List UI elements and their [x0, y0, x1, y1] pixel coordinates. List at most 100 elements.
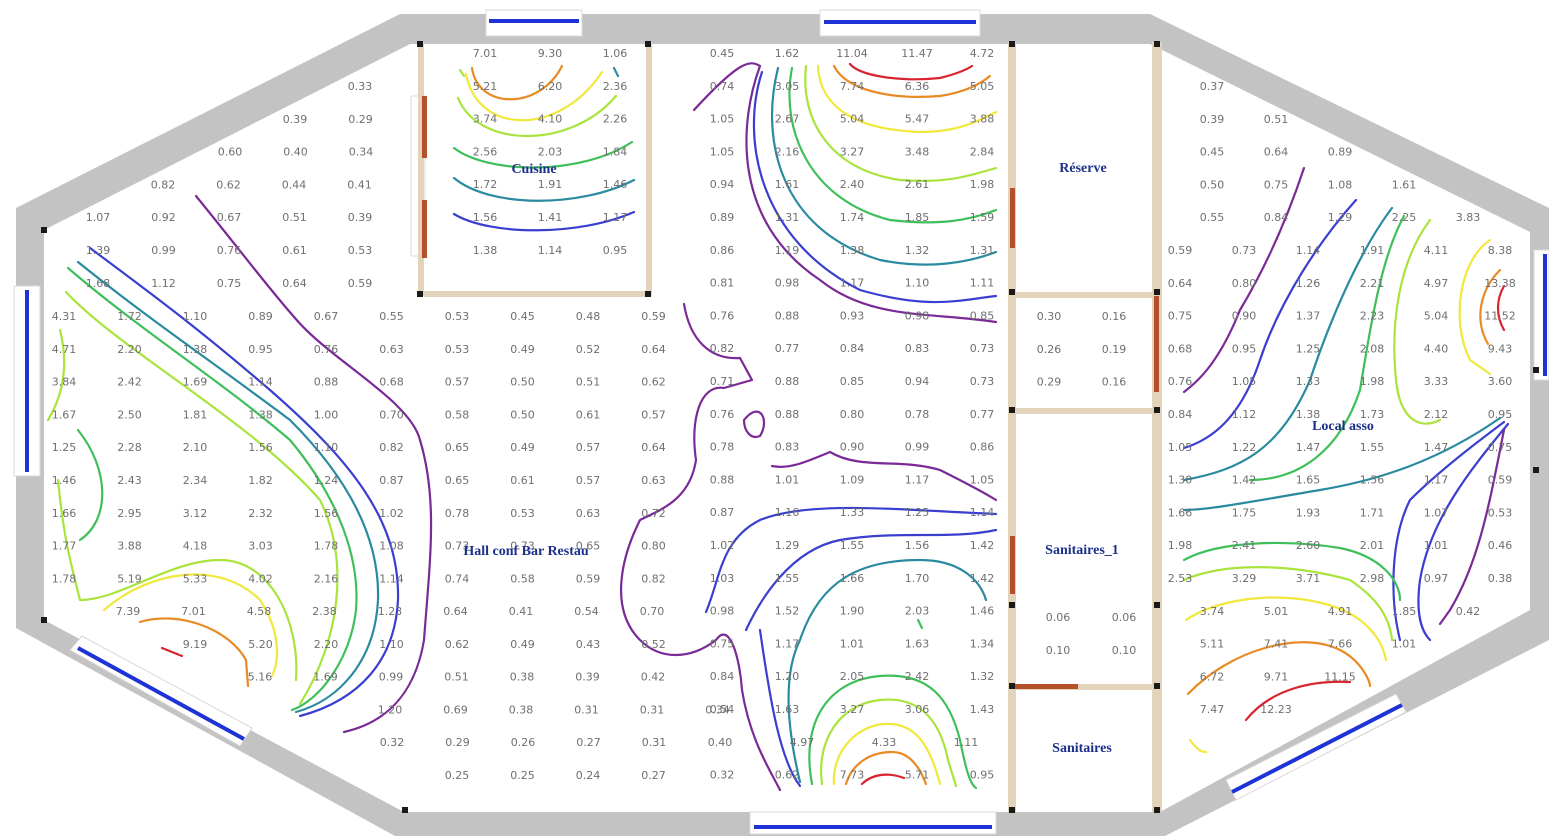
measurement-value: 0.46: [1488, 539, 1513, 552]
contour-line: [88, 246, 400, 718]
contour-line: [692, 62, 998, 324]
measurement-value: 0.55: [1200, 211, 1225, 224]
measurement-value: 4.18: [183, 540, 208, 553]
measurement-value: 1.17: [603, 211, 628, 224]
contour-line: [744, 528, 998, 632]
measurement-value: 2.21: [1360, 277, 1385, 290]
measurement-value: 6.20: [538, 80, 563, 93]
measurement-value: 0.98: [905, 309, 930, 322]
measurement-value: 0.50: [1200, 178, 1225, 191]
contour-line: [1182, 566, 1394, 642]
measurement-value: 6.72: [1200, 670, 1225, 683]
measurement-value: 1.98: [970, 178, 995, 191]
post: [1009, 683, 1015, 689]
post: [1009, 289, 1015, 295]
measurement-value: 1.19: [775, 244, 800, 257]
measurement-value: 0.78: [445, 507, 470, 520]
measurement-value: 1.05: [710, 113, 735, 126]
measurement-value: 1.07: [1424, 506, 1449, 519]
measurement-value: 2.36: [603, 80, 628, 93]
measurement-value: 5.05: [970, 80, 995, 93]
measurement-value: 1.52: [775, 605, 800, 618]
measurement-value: 1.12: [1232, 408, 1257, 421]
measurement-value: 1.01: [775, 473, 800, 486]
measurement-value: 2.98: [1360, 572, 1385, 585]
measurement-value: 1.26: [1296, 277, 1321, 290]
measurement-value: 1.20: [378, 703, 403, 716]
measurement-value: 5.20: [248, 638, 273, 651]
measurement-value: 0.29: [445, 736, 470, 749]
measurement-value: 0.88: [314, 376, 339, 389]
measurement-value: 0.16: [1102, 310, 1127, 323]
measurement-value: 3.74: [473, 113, 498, 126]
measurement-value: 0.41: [347, 178, 372, 191]
measurement-value: 1.14: [379, 572, 404, 585]
door-reserve: [1010, 188, 1015, 248]
measurement-value: 1.93: [1296, 506, 1321, 519]
measurement-value: 0.27: [576, 736, 601, 749]
measurement-value: 0.75: [1264, 178, 1289, 191]
contour-line: [848, 62, 974, 81]
measurement-value: 1.10: [905, 277, 930, 290]
measurement-value: 0.82: [641, 572, 666, 585]
partition-corridor-bottom: [1016, 408, 1152, 414]
measurement-value: 1.98: [1360, 375, 1385, 388]
contour-line: [1458, 238, 1492, 376]
measurement-value: 1.06: [603, 47, 628, 60]
measurement-value: 0.40: [283, 146, 308, 159]
partition-cuisine-right: [646, 42, 652, 296]
contour-line: [1186, 641, 1372, 696]
measurement-value: 1.42: [1232, 474, 1257, 487]
contour-line: [816, 64, 998, 134]
measurement-value: 1.05: [1232, 375, 1257, 388]
measurement-value: 0.78: [905, 408, 930, 421]
measurement-value: 1.05: [970, 473, 995, 486]
measurement-value: 1.17: [840, 277, 865, 290]
measurement-value: 0.33: [348, 80, 373, 93]
measurement-value: 2.50: [117, 408, 142, 421]
measurement-value: 2.34: [183, 474, 208, 487]
measurement-value: 0.64: [1168, 277, 1193, 290]
measurement-value: 0.53: [1488, 506, 1513, 519]
measurement-value: 0.74: [445, 572, 470, 585]
measurement-value: 5.47: [905, 113, 930, 126]
measurement-value: 1.08: [379, 540, 404, 553]
measurement-value: 1.20: [775, 670, 800, 683]
post: [645, 291, 651, 297]
measurement-value: 1.75: [1232, 506, 1257, 519]
measurement-value: 0.10: [1046, 644, 1071, 657]
measurement-value: 0.71: [710, 375, 735, 388]
post: [1533, 467, 1539, 473]
measurement-value: 2.56: [473, 145, 498, 158]
measurement-value: 0.40: [708, 736, 733, 749]
measurement-value: 3.27: [840, 145, 865, 158]
contour-line: [1182, 198, 1358, 450]
measurement-value: 0.59: [348, 277, 373, 290]
measurement-value: 1.63: [775, 703, 800, 716]
illuminance-contours: [46, 62, 1510, 792]
measurement-value: 1.91: [538, 178, 563, 191]
measurement-value: 0.38: [509, 703, 534, 716]
contour-line: [452, 140, 634, 169]
measurement-value: 1.41: [538, 211, 563, 224]
measurement-value: 1.37: [1296, 310, 1321, 323]
measurement-value: 2.03: [905, 605, 930, 618]
measurement-value: 0.88: [710, 473, 735, 486]
measurement-value: 0.49: [510, 343, 535, 356]
measurement-value: 2.42: [905, 670, 930, 683]
measurement-value: 0.80: [641, 540, 666, 553]
measurement-value: 1.82: [248, 474, 273, 487]
measurement-value: 0.25: [510, 769, 535, 782]
measurement-value: 3.05: [775, 80, 800, 93]
door-cuisine-1: [422, 96, 427, 158]
contour-line: [452, 210, 636, 232]
measurement-value: 0.54: [574, 605, 599, 618]
measurement-value: 3.12: [183, 507, 208, 520]
measurement-value: 0.37: [1200, 80, 1225, 93]
measurement-value: 5.04: [840, 113, 865, 126]
measurement-value: 1.46: [603, 178, 628, 191]
contour-line: [76, 260, 380, 714]
measurement-value: 2.16: [775, 145, 800, 158]
door-sanitaires: [1010, 684, 1078, 689]
measurement-value: 1.14: [1296, 244, 1321, 257]
